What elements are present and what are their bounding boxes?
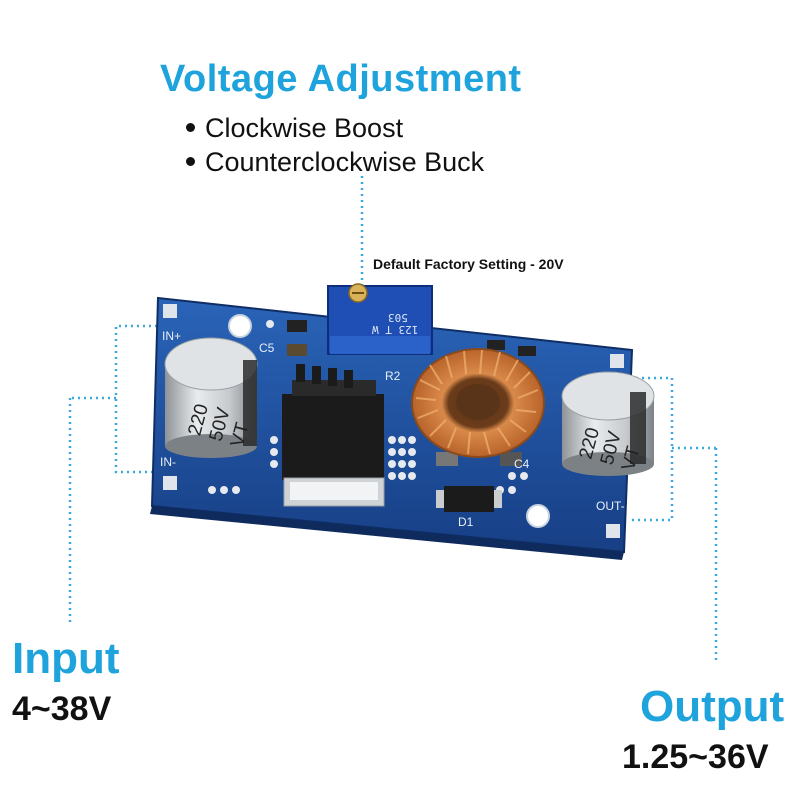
label-d1: D1: [458, 515, 474, 529]
diode: [444, 486, 494, 512]
factory-setting-note: Default Factory Setting - 20V: [373, 256, 564, 272]
label-r2: R2: [385, 369, 401, 383]
label-c4: C4: [514, 457, 530, 471]
smd-part: [518, 346, 536, 356]
ic-heatsink-face: [290, 482, 378, 500]
ic-chip: [282, 394, 384, 480]
coil-windings: [415, 349, 539, 455]
label-in-plus: IN+: [162, 329, 181, 343]
output-title: Output: [640, 682, 785, 731]
pad: [163, 476, 177, 490]
cap-stripe: [630, 392, 646, 464]
pcb-edge: [150, 506, 624, 560]
output-bracket-line: [630, 376, 674, 522]
inductor-core: [456, 384, 500, 420]
cap-stripe: [243, 360, 257, 446]
bullet-dot-icon: [186, 157, 195, 167]
ic-pins: [296, 364, 353, 388]
cap-bottom: [165, 434, 257, 458]
voltage-adjustment-title: Voltage Adjustment: [160, 58, 522, 100]
label-c5: C5: [259, 341, 275, 355]
pad: [163, 304, 177, 318]
bullet-dot-icon: [186, 123, 195, 133]
potentiometer-side: [330, 336, 430, 354]
smd-part: [500, 452, 522, 466]
mount-hole: [526, 504, 550, 528]
smd-part: [487, 340, 505, 350]
smd-part: [287, 344, 307, 356]
label-out-minus: OUT-: [596, 499, 625, 513]
smd-part: [436, 452, 458, 466]
guide-lines: [68, 176, 718, 662]
input-title: Input: [12, 634, 120, 683]
bullet-counterclockwise: Counterclockwise Buck: [186, 147, 484, 178]
pad: [606, 524, 620, 538]
output-range: 1.25~36V: [622, 738, 769, 776]
bullet-text: Counterclockwise Buck: [205, 147, 485, 177]
mount-hole: [228, 314, 252, 338]
smd-part: [287, 320, 307, 332]
input-bracket-line: [114, 324, 157, 474]
label-in-minus: IN-: [160, 455, 176, 469]
via-dots: [208, 320, 528, 494]
bullet-text: Clockwise Boost: [205, 113, 404, 143]
pot-sub-text: 123 T W: [372, 323, 419, 336]
pot-code-text: 503: [388, 311, 408, 324]
input-range: 4~38V: [12, 690, 112, 728]
pad: [610, 354, 624, 368]
bullet-clockwise: Clockwise Boost: [186, 113, 403, 144]
